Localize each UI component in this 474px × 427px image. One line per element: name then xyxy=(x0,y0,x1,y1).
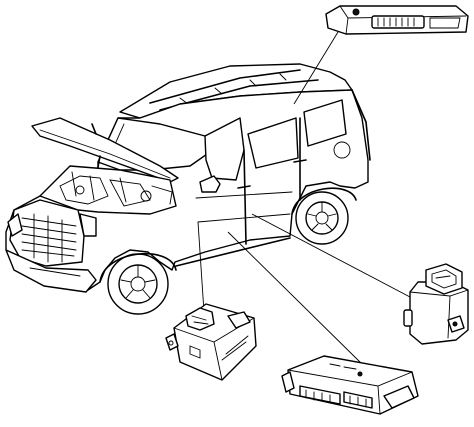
open-hood xyxy=(31,117,179,201)
rear-wheel xyxy=(295,191,349,245)
leader-lines xyxy=(197,31,411,365)
module-underdash xyxy=(165,303,257,381)
engine-bay xyxy=(39,165,177,215)
grille xyxy=(21,213,77,263)
module-rear-right xyxy=(403,263,469,345)
leader-lower-right-module xyxy=(227,231,363,365)
leader-roof-module xyxy=(293,31,339,105)
leader-underdash-module xyxy=(197,221,205,313)
front-wheel xyxy=(107,253,169,315)
leader-rear-right-module xyxy=(251,213,411,298)
vehicle-illustration xyxy=(5,63,371,315)
module-roof xyxy=(325,5,469,35)
module-lower-right xyxy=(281,355,419,415)
